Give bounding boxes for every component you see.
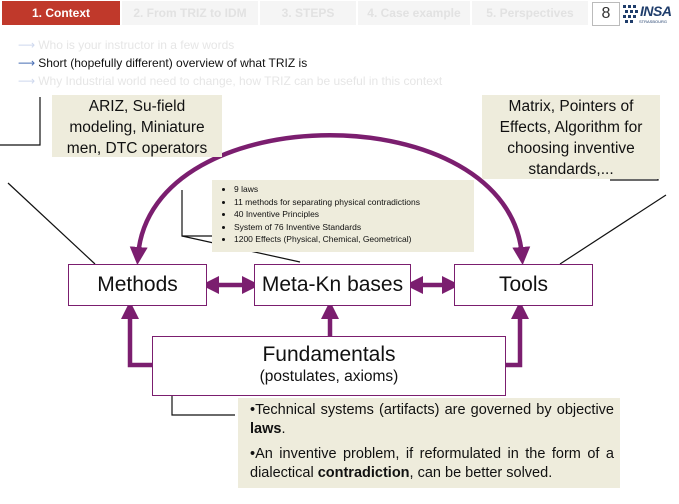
- meta-knowledge-bases-box: Meta-Kn bases: [254, 264, 411, 306]
- agenda-item-text: Who is your instructor in a few words: [38, 38, 235, 52]
- fund-tools-arrow: [506, 301, 529, 368]
- methods-tools-arc-arrow: [129, 133, 531, 265]
- logo-mark-icon: [623, 5, 638, 23]
- methods-note-line: men, DTC operators: [66, 140, 208, 157]
- methods-note-line: ARIZ, Su-field: [88, 98, 186, 115]
- fundamentals-box: Fundamentals (postulates, axioms): [152, 336, 506, 396]
- tab-case-example[interactable]: 4. Case example: [358, 1, 470, 25]
- kb-list-item: 9 laws: [234, 183, 468, 196]
- agenda-item-text: Why Industrial world need to change, how…: [38, 74, 443, 88]
- tools-box: Tools: [454, 264, 593, 306]
- methods-note-line: modeling, Miniature: [69, 119, 205, 136]
- kb-list-item: System of 76 Inventive Standards: [234, 221, 468, 234]
- fund-note-bracket: [171, 396, 235, 416]
- fund-note-text: .: [281, 421, 286, 437]
- logo-subtitle: STRASBOURG: [639, 19, 668, 24]
- methods-note-bracket: [0, 97, 41, 146]
- tab-perspectives[interactable]: 5. Perspectives: [472, 1, 588, 25]
- arrow-right-icon: ⟶: [18, 74, 36, 88]
- tools-note-leader: [559, 194, 667, 265]
- tools-note: Matrix, Pointers of Effects, Algorithm f…: [482, 95, 660, 179]
- agenda-item: ⟶Who is your instructor in a few words: [18, 36, 442, 54]
- section-tab-bar: 1. Context 2. From TRIZ to IDM 3. STEPS …: [0, 0, 679, 28]
- kb-list-item: 40 Inventive Principles: [234, 208, 468, 221]
- fund-note-bold: contradiction: [317, 465, 410, 481]
- fundamentals-title: Fundamentals: [262, 343, 396, 366]
- tools-note-line: Effects, Algorithm for: [499, 119, 643, 136]
- tools-note-line: Matrix, Pointers of: [508, 98, 634, 115]
- methods-note: ARIZ, Su-field modeling, Miniature men, …: [52, 95, 222, 157]
- fund-note-bold: laws: [250, 421, 282, 437]
- page-number: 8: [592, 2, 620, 26]
- logo-word: INSA: [640, 3, 672, 19]
- kb-list-item: 1200 Effects (Physical, Chemical, Geomet…: [234, 233, 468, 246]
- tools-note-line: standards,...: [528, 161, 614, 178]
- fund-note-paragraph: •An inventive problem, if reformulated i…: [250, 445, 614, 483]
- kb-list-item: 11 methods for separating physical contr…: [234, 196, 468, 209]
- methods-box: Methods: [68, 264, 207, 306]
- fundamentals-note: •Technical systems (artifacts) are gover…: [238, 398, 620, 488]
- tab-from-triz-to-idm[interactable]: 2. From TRIZ to IDM: [122, 1, 258, 25]
- fundamentals-subtitle: (postulates, axioms): [259, 368, 399, 385]
- fund-methods-arrow: [121, 301, 152, 368]
- fund-note-text: •Technical systems (artifacts) are gover…: [250, 402, 614, 418]
- tab-context[interactable]: 1. Context: [2, 1, 120, 25]
- fund-note-paragraph: •Technical systems (artifacts) are gover…: [250, 401, 614, 439]
- fund-note-text: •An inventive problem, if reformulated i…: [250, 446, 614, 481]
- arrow-right-icon: ⟶: [18, 38, 36, 52]
- agenda-list: ⟶Who is your instructor in a few words ⟶…: [18, 36, 442, 90]
- tools-note-line: choosing inventive: [507, 140, 635, 157]
- insa-logo: INSA STRASBOURG: [621, 2, 677, 28]
- arrow-right-icon: ⟶: [18, 56, 36, 70]
- agenda-item-current: ⟶Short (hopefully different) overview of…: [18, 54, 442, 72]
- methods-note-leader: [7, 182, 96, 265]
- fund-note-text: , can be better solved.: [409, 465, 553, 481]
- agenda-item: ⟶Why Industrial world need to change, ho…: [18, 72, 442, 90]
- tab-steps[interactable]: 3. STEPS: [260, 1, 356, 25]
- knowledge-bases-note: 9 laws 11 methods for separating physica…: [212, 180, 474, 252]
- agenda-item-text: Short (hopefully different) overview of …: [38, 56, 308, 70]
